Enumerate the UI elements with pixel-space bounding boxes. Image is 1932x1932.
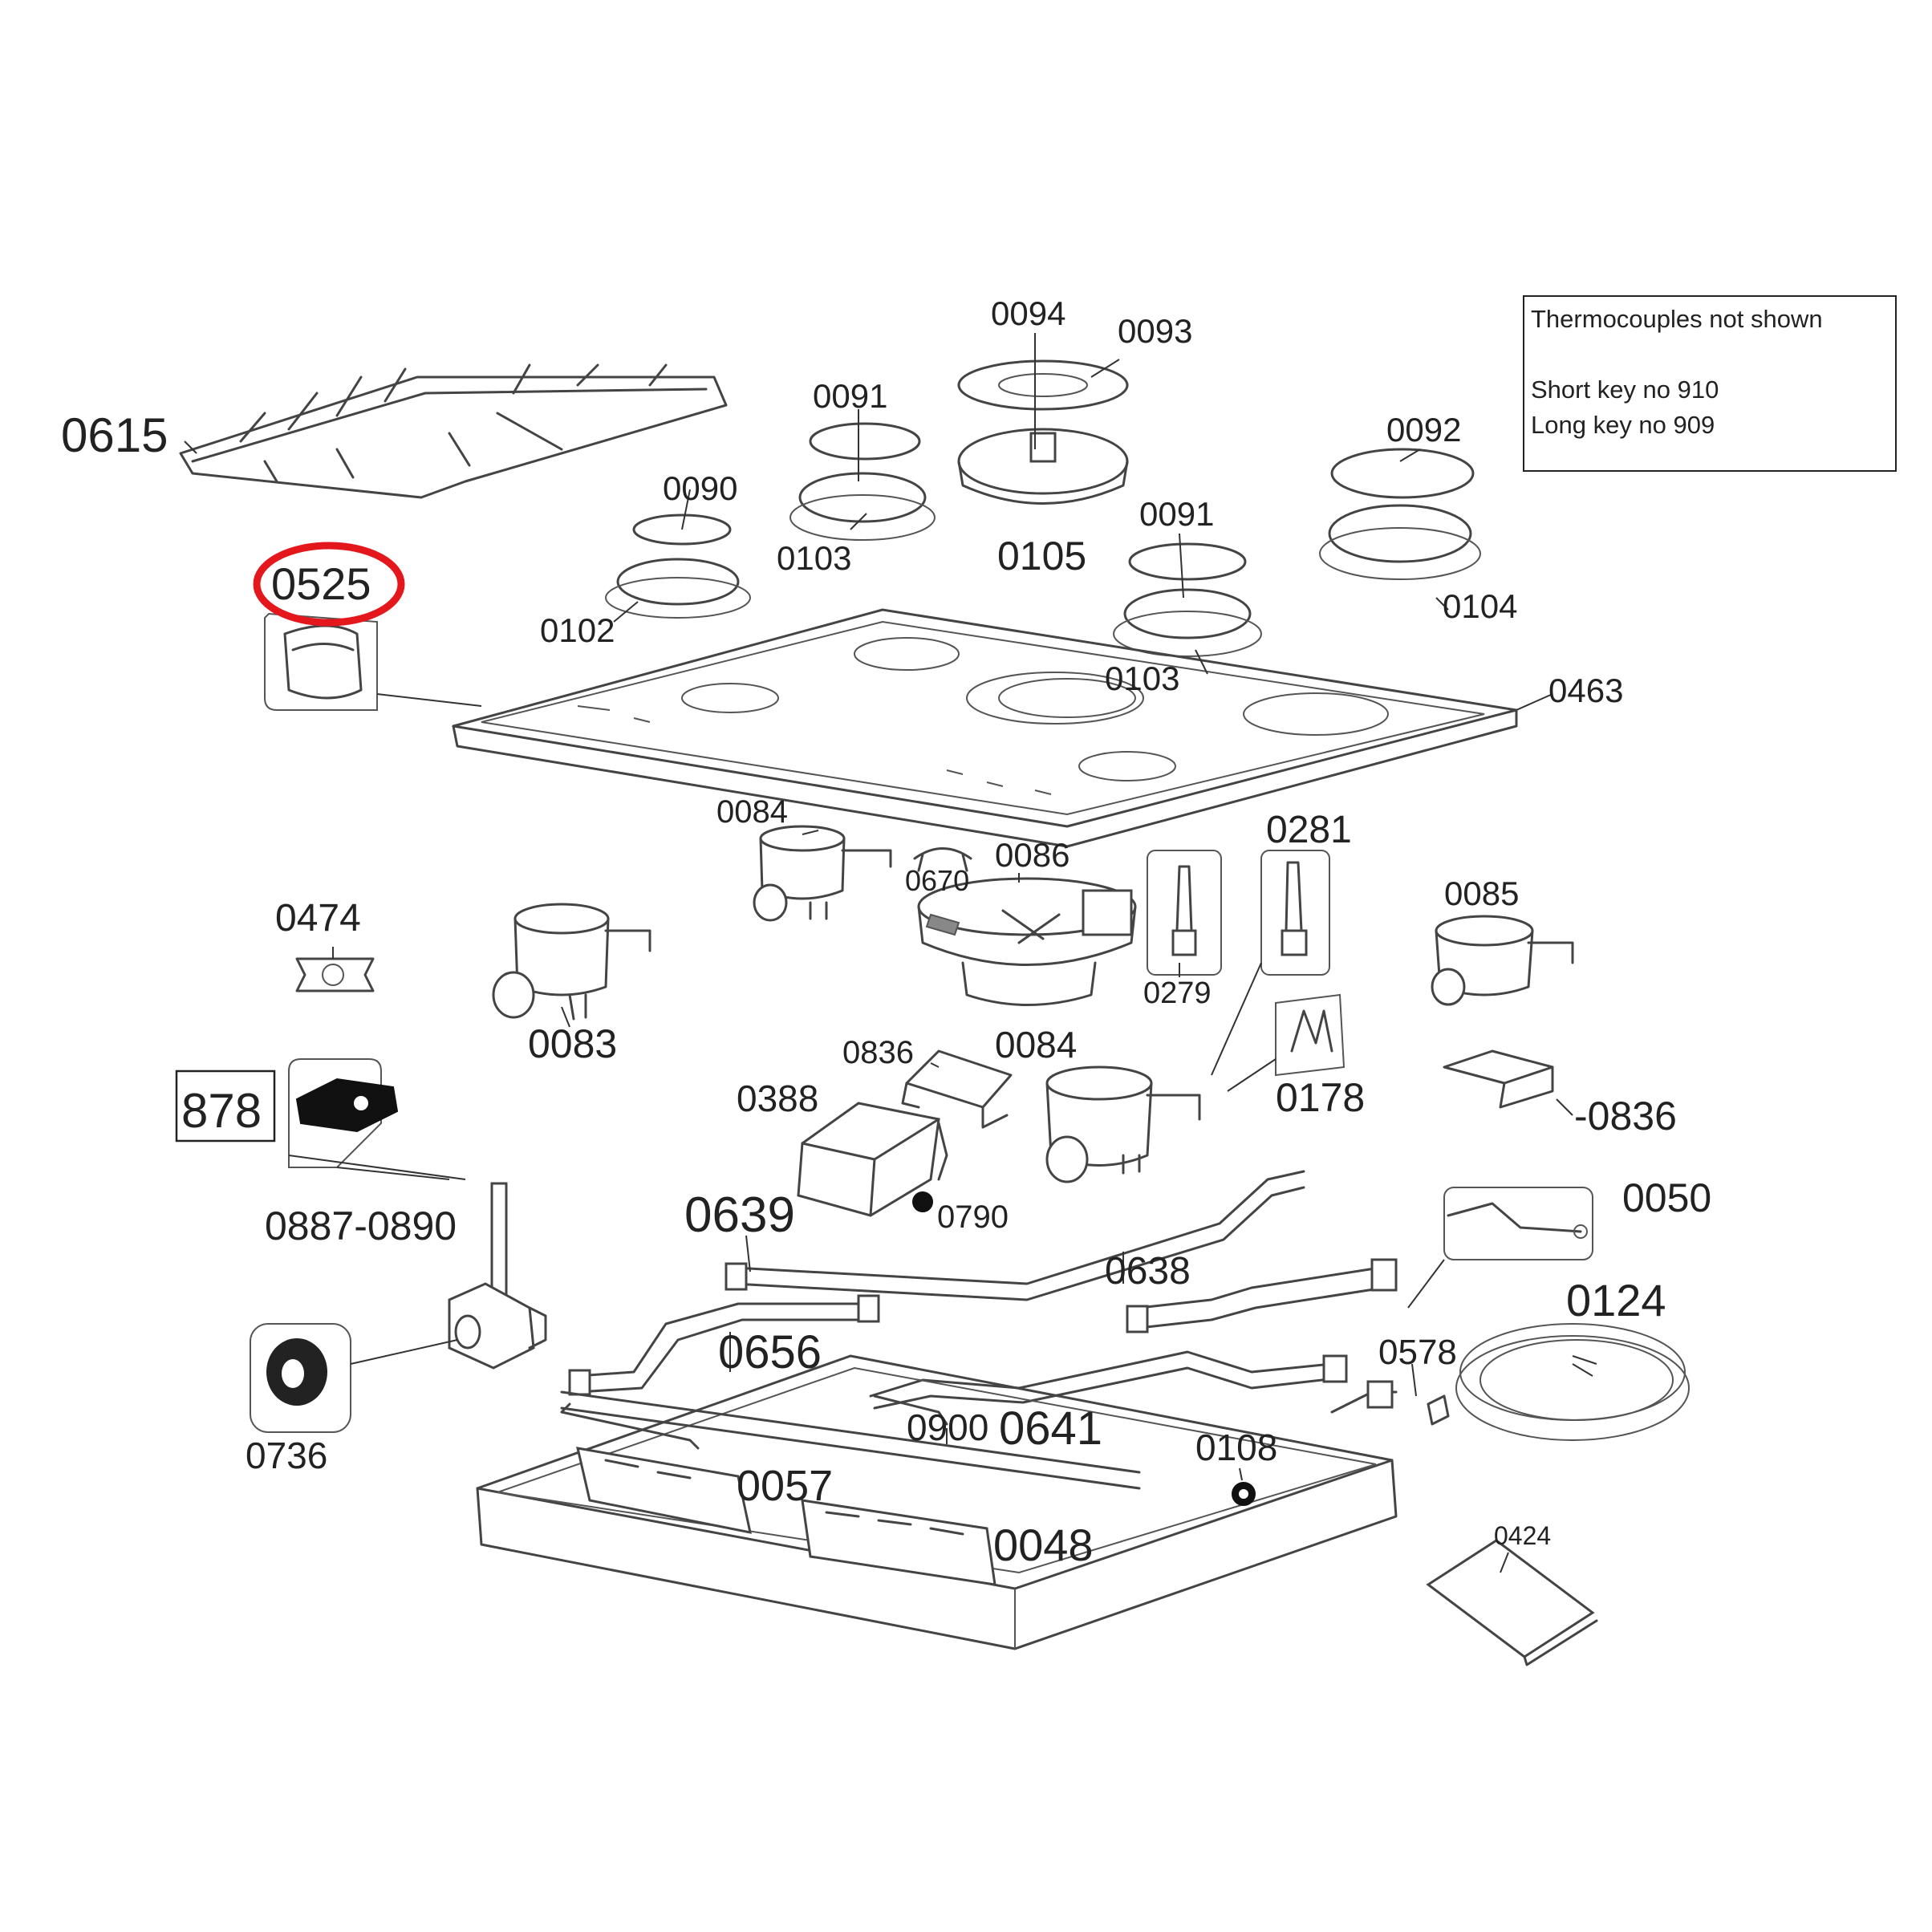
knob-insert-0736 (250, 1323, 458, 1433)
manual-0424 (1426, 1539, 1598, 1666)
label-878: 878 (181, 1084, 262, 1138)
label-0836-left: 0836 (842, 1035, 914, 1070)
label-0094: 0094 (991, 294, 1065, 332)
burner-right (1319, 448, 1481, 611)
label-0083: 0083 (528, 1021, 617, 1066)
label-0093: 0093 (1118, 312, 1192, 350)
pan-support-part (179, 363, 728, 499)
burner-middle-upper (789, 409, 936, 541)
label-0048: 0048 (993, 1520, 1094, 1570)
electrode-0281 (1211, 850, 1330, 1076)
clip-0474 (295, 957, 375, 992)
label-0887-0890: 0887-0890 (265, 1203, 457, 1248)
label-0836-right: -0836 (1574, 1094, 1677, 1138)
label-0050: 0050 (1622, 1175, 1711, 1220)
hob-top-plate (452, 608, 1553, 848)
label-0091-top: 0091 (813, 377, 887, 415)
gas-inlet-0578 (1330, 1380, 1450, 1426)
gas-pipe-0638 (1126, 1258, 1398, 1333)
label-0578: 0578 (1378, 1333, 1457, 1372)
burner-body-0084-top (753, 825, 892, 922)
key-878-box (175, 1070, 276, 1143)
cable-0124 (1455, 1323, 1690, 1441)
label-0424: 0424 (1494, 1521, 1551, 1550)
label-0104: 0104 (1443, 587, 1517, 625)
label-0638: 0638 (1105, 1250, 1191, 1293)
label-0656: 0656 (718, 1326, 822, 1378)
label-0108: 0108 (1195, 1427, 1277, 1468)
label-0639: 0639 (684, 1187, 795, 1243)
bracket-0050 (1407, 1187, 1593, 1309)
burner-body-0084-bottom (1045, 1065, 1201, 1183)
part-labels: 0615 0525 0090 0102 0091 0103 0094 0093 … (61, 294, 1711, 1570)
label-0092: 0092 (1386, 411, 1461, 448)
leader-lines (184, 440, 1573, 1573)
label-0900: 0900 (907, 1406, 988, 1448)
burner-middle-lower (1113, 533, 1262, 657)
gas-pipe-0641 (869, 1350, 1348, 1410)
wok-burner-0086 (917, 877, 1137, 1006)
label-0525: 0525 (271, 558, 371, 609)
knob-inset (264, 612, 482, 711)
label-0474: 0474 (275, 897, 361, 940)
label-0670: 0670 (905, 864, 969, 897)
bracket-0178 (1227, 993, 1346, 1092)
label-0388: 0388 (737, 1078, 818, 1119)
clip-0670 (913, 847, 972, 872)
bracket-0836-left (901, 1049, 1013, 1129)
label-0124: 0124 (1566, 1275, 1666, 1325)
label-0084-top: 0084 (716, 794, 788, 830)
label-0091-mid: 0091 (1139, 495, 1214, 533)
note-short-key: Short key no 910 (1531, 375, 1719, 404)
bracket-0057 (576, 1447, 752, 1534)
bracket-0048 (801, 1499, 996, 1586)
label-0790: 0790 (937, 1199, 1009, 1235)
gas-pipe-0656 (568, 1294, 880, 1396)
label-0615: 0615 (61, 408, 168, 462)
label-0103-mid: 0103 (1105, 660, 1179, 697)
label-0090: 0090 (663, 469, 737, 507)
burner-small-left (605, 489, 751, 619)
highlight-circle (253, 542, 405, 627)
label-0641: 0641 (999, 1402, 1102, 1455)
notes-box: Thermocouples not shown Short key no 910… (1523, 295, 1897, 472)
note-thermocouples: Thermocouples not shown (1531, 305, 1823, 333)
electrode-0279 (1147, 850, 1222, 976)
label-0103-top: 0103 (777, 539, 851, 577)
label-0086: 0086 (995, 836, 1070, 874)
label-0057: 0057 (737, 1462, 833, 1510)
ignition-module-0388 (797, 1102, 948, 1217)
label-0279: 0279 (1143, 976, 1212, 1010)
grommet-0790 (912, 1191, 933, 1212)
burner-body-0085 (1431, 915, 1574, 1006)
note-long-key: Long key no 909 (1531, 411, 1715, 439)
burner-large (957, 333, 1129, 505)
label-0105: 0105 (997, 534, 1086, 578)
gas-tap (448, 1182, 547, 1370)
label-0463: 0463 (1548, 672, 1623, 709)
burner-body-0083 (492, 903, 651, 1021)
label-0084-bottom: 0084 (995, 1024, 1077, 1065)
bracket-0836-right (1443, 1049, 1554, 1109)
support-rod-0900 (560, 1390, 1141, 1490)
label-0178: 0178 (1276, 1075, 1365, 1120)
gas-pipe-0639 (724, 1170, 1305, 1301)
label-0736: 0736 (246, 1435, 327, 1476)
key-878-part (288, 1058, 466, 1180)
label-0281: 0281 (1266, 809, 1352, 851)
label-0102: 0102 (540, 611, 615, 649)
label-0085: 0085 (1444, 875, 1519, 912)
